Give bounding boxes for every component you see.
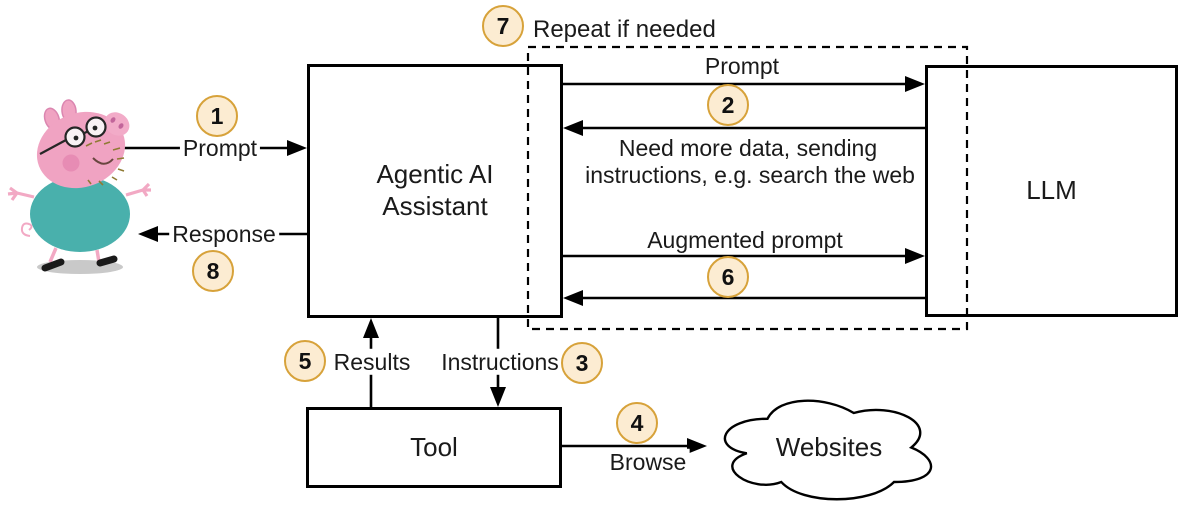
pig-head	[36, 99, 130, 189]
llm-label: LLM	[1026, 175, 1077, 206]
pig-arms	[7, 182, 151, 201]
pig-cheek	[62, 154, 80, 172]
step-badge-8: 8	[192, 250, 234, 292]
pig-snout	[104, 112, 130, 136]
tool-label: Tool	[410, 431, 458, 462]
pig-tail	[20, 222, 33, 237]
pig-shadow	[37, 260, 123, 274]
assistant-label-line2: Assistant	[382, 191, 488, 221]
pig-body	[30, 176, 130, 252]
label-browse: Browse	[606, 448, 690, 476]
step-badge-2: 2	[707, 84, 749, 126]
pig-right-shoe	[96, 255, 118, 267]
label-need-more-data-line1: Need more data, sending	[615, 134, 881, 162]
llm-box: LLM	[925, 65, 1178, 317]
pig-left-shoe	[41, 258, 65, 272]
label-user-prompt: Prompt	[179, 134, 261, 162]
label-llm-prompt: Prompt	[701, 52, 783, 80]
pig-legs	[48, 247, 101, 263]
assistant-label-line1: Agentic AI	[376, 159, 494, 190]
tool-box: Tool	[306, 407, 562, 488]
pig-glasses	[39, 116, 107, 155]
step-badge-3: 3	[561, 342, 603, 384]
step-badge-7: 7	[482, 5, 524, 47]
label-repeat-if-needed: Repeat if needed	[533, 16, 716, 44]
label-results: Results	[330, 348, 414, 376]
step-badge-4: 4	[616, 402, 658, 444]
step-badge-5: 5	[284, 340, 326, 382]
step-badge-1: 1	[196, 95, 238, 137]
assistant-box: Agentic AI Assistant	[307, 64, 563, 318]
label-instructions: Instructions	[438, 348, 562, 376]
pig-stubble	[85, 139, 125, 186]
daddy-pig-illustration	[7, 99, 151, 274]
pig-smile	[92, 157, 114, 165]
websites-label: Websites	[775, 432, 883, 463]
label-response: Response	[169, 220, 279, 248]
step-badge-6: 6	[707, 256, 749, 298]
label-augmented-prompt: Augmented prompt	[644, 226, 846, 254]
label-need-more-data-line2: instructions, e.g. search the web	[582, 161, 918, 189]
